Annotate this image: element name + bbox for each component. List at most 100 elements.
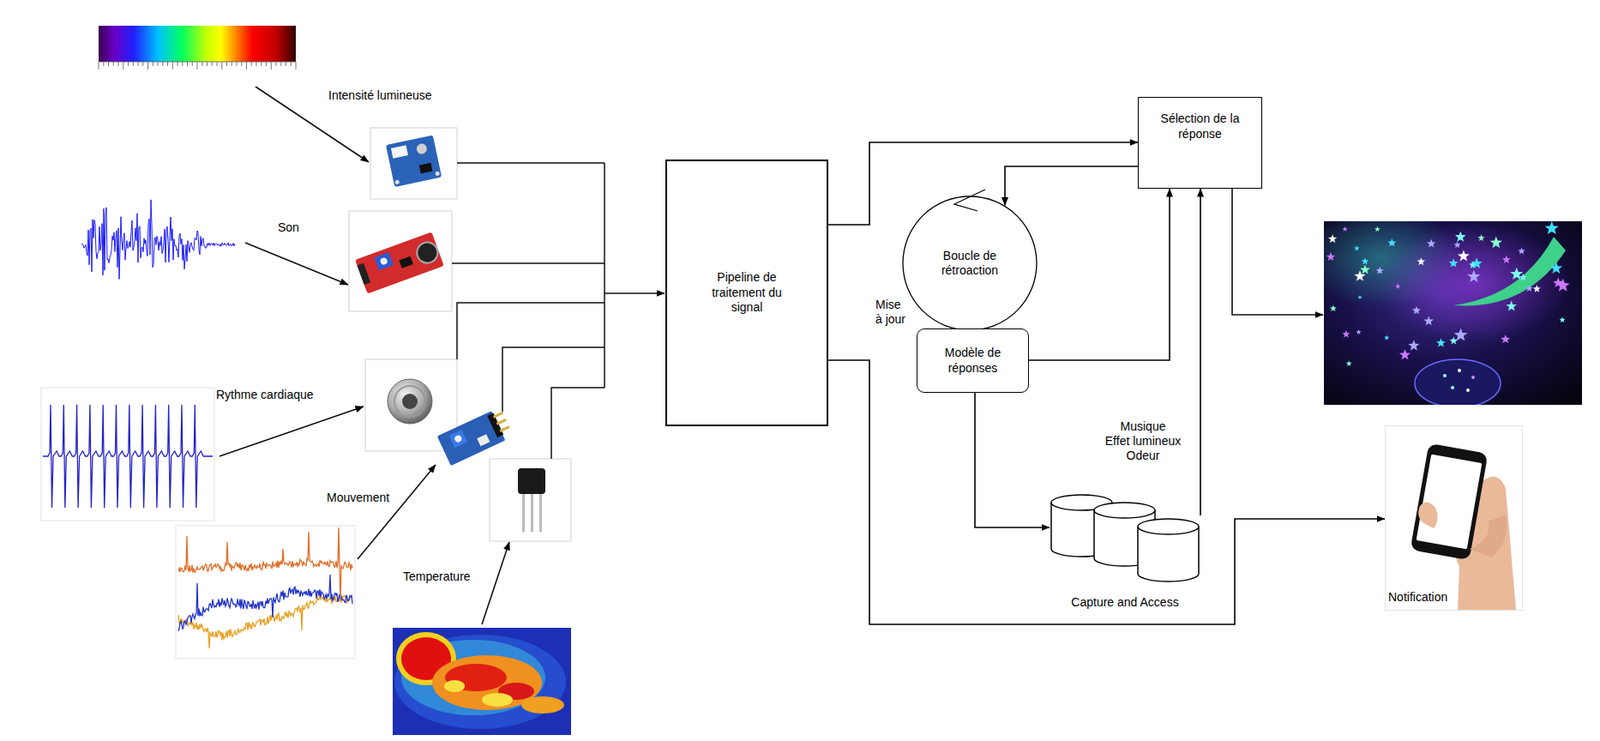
text-label: Effet lumineux [1105, 433, 1181, 449]
text-label: Mouvement [326, 490, 390, 506]
leader-arrow [1232, 188, 1324, 315]
sound-sensor [357, 263, 372, 285]
star-shape [1454, 240, 1462, 248]
star-projector-image [1466, 388, 1470, 392]
star-shape [1471, 257, 1483, 269]
motion-sensor [493, 411, 504, 419]
heart-sensor [387, 378, 433, 424]
star-projector-image [1450, 385, 1455, 390]
sound-waveform [81, 199, 235, 280]
star-shape [1490, 236, 1503, 249]
sensor-wire [451, 262, 605, 265]
node-text: Notification [1388, 589, 1448, 606]
star-shape [1426, 239, 1436, 248]
light-sensor [434, 170, 440, 176]
sound-sensor [379, 256, 389, 265]
star-shape [1361, 257, 1370, 265]
thermal-image [392, 627, 572, 735]
star-projector-image [1380, 222, 1570, 343]
star-shape [1359, 264, 1371, 274]
temperature-sensor [489, 458, 572, 542]
node-text: Capture and Access [1070, 595, 1179, 611]
motion-plot [175, 525, 355, 659]
text-label: Odeur [1126, 448, 1161, 464]
thermal-image [444, 679, 465, 692]
spectrum-bar [98, 61, 296, 70]
star-shape [1545, 221, 1559, 235]
star-shape [1525, 284, 1534, 292]
light-sensor [385, 135, 442, 188]
ecg-plot [42, 404, 213, 508]
motion-plot [178, 527, 353, 601]
sound-waveform [81, 199, 235, 280]
ecg-plot [41, 387, 215, 521]
temperature-sensor [517, 468, 546, 494]
star-shape [1341, 330, 1350, 338]
light-sensor [394, 179, 400, 185]
text-label: Mise à jour [875, 297, 910, 327]
temperature-sensor [530, 493, 534, 532]
sensor-wire [457, 302, 605, 360]
star-shape [1407, 339, 1420, 350]
star-shape [1399, 348, 1411, 361]
star-shape [1356, 329, 1362, 335]
process-box: Pipeline de traitement du signal [665, 159, 829, 427]
star-shape [1326, 252, 1336, 261]
star-projector-image [1443, 373, 1447, 378]
loop-chevron [954, 189, 986, 211]
ecg-plot [41, 387, 215, 521]
star-shape [1387, 238, 1396, 247]
loop-circle-outline [902, 196, 1037, 331]
sensor-wire [451, 162, 665, 459]
text-label: Rythme cardiaque [216, 387, 314, 403]
star-shape [1412, 306, 1421, 315]
connector-arrow [974, 392, 1050, 528]
sensor-wire [604, 292, 665, 295]
node-text: Sélection de la réponse [1155, 111, 1245, 142]
phone-image [1410, 443, 1489, 560]
spectrum-bar [98, 25, 296, 70]
star-shape [1449, 258, 1459, 268]
star-projector-image [1303, 205, 1582, 408]
star-shape [1506, 300, 1518, 312]
star-shape [1374, 226, 1381, 232]
star-shape [1376, 266, 1384, 275]
star-projector-image [1471, 375, 1475, 379]
sound-sensor [348, 210, 452, 312]
sensor-wire [457, 162, 605, 164]
text-label: Musique [1120, 419, 1167, 434]
phone-image [1469, 514, 1507, 558]
connector-arrow [1199, 188, 1202, 516]
phone-image [1410, 443, 1489, 560]
text-label: Intensité lumineuse [328, 88, 433, 103]
star-shape [1502, 255, 1511, 264]
node-text: Modèle de réponses [924, 345, 1022, 376]
motion-plot [178, 574, 353, 632]
temperature-sensor [522, 493, 525, 532]
thermal-image [521, 696, 565, 714]
rounded-box: Modèle de réponses [916, 328, 1029, 393]
heart-sensor [394, 385, 426, 417]
motion-plot [175, 525, 355, 659]
leader-arrow [219, 86, 1324, 625]
light-sensor [370, 127, 458, 199]
thermal-image [392, 627, 572, 735]
leader-arrow [245, 242, 349, 285]
star-shape [1477, 234, 1485, 241]
motion-sensor [437, 410, 506, 466]
thermal-image [481, 692, 513, 707]
star-shape [1455, 231, 1467, 242]
star-shape [1500, 334, 1510, 343]
temperature-sensor [489, 458, 572, 542]
loop-circle: Boucle de rétroaction [902, 195, 1038, 331]
star-shape [1353, 245, 1360, 251]
node-text: Pipeline de traitement du signal [701, 270, 793, 316]
leader-arrow [481, 541, 510, 625]
star-shape [1509, 267, 1523, 280]
star-projector-image [1453, 236, 1566, 306]
database-cylinder [1094, 502, 1155, 518]
sensor-wire [603, 162, 606, 388]
phone-image [1410, 443, 1516, 611]
temperature-sensor [539, 493, 542, 532]
star-shape [1519, 273, 1528, 282]
